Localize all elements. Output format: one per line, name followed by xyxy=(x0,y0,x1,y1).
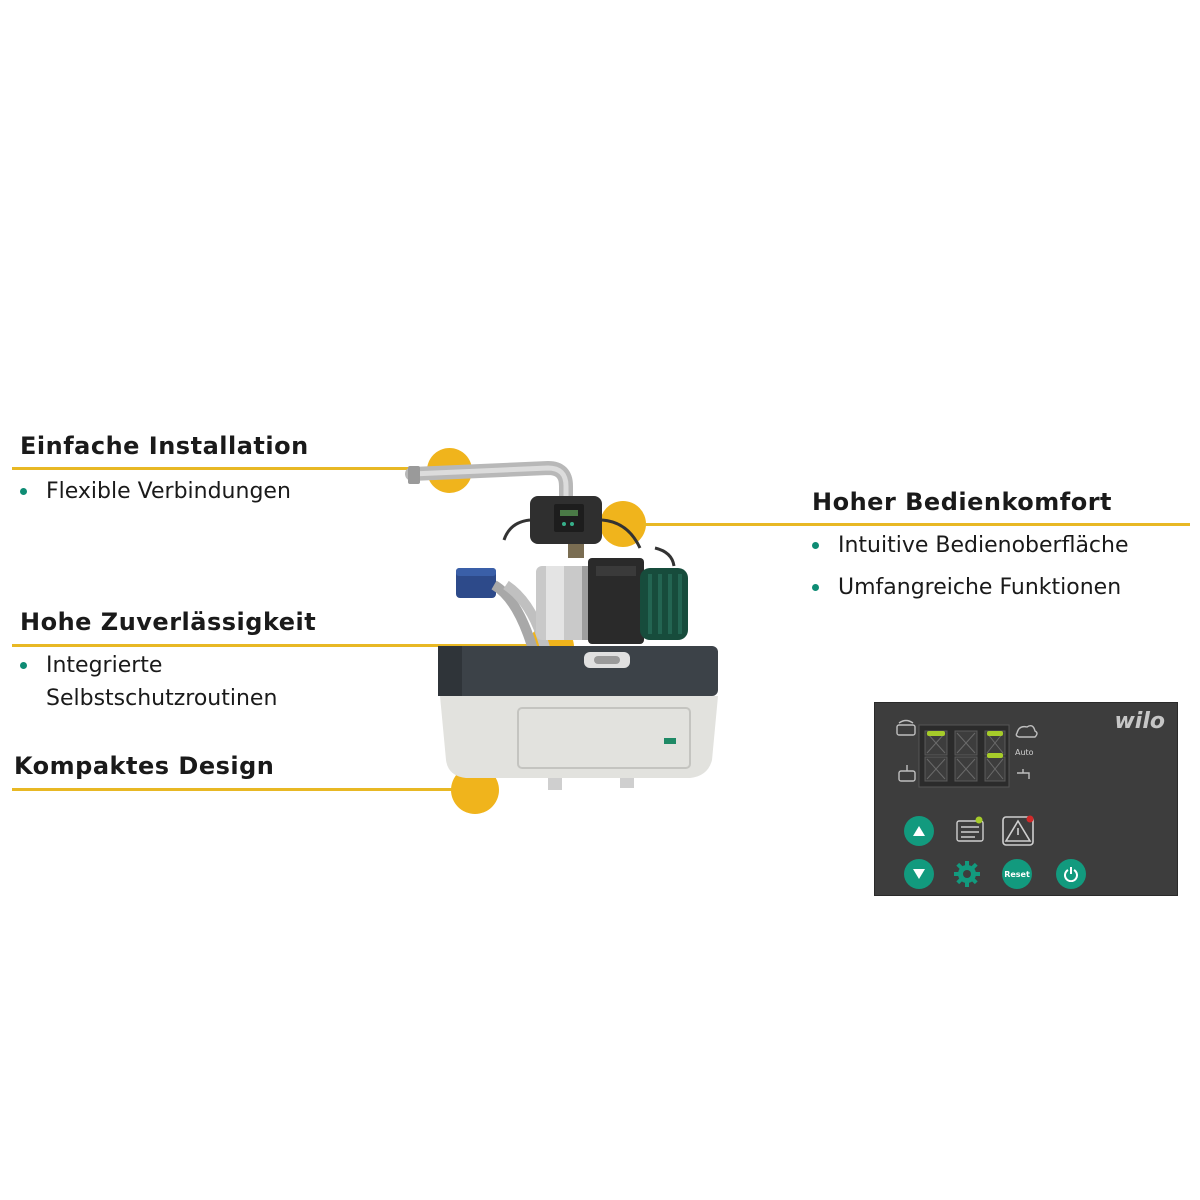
power-button[interactable] xyxy=(1056,859,1086,889)
control-panel: wilo xyxy=(874,702,1178,896)
callout-line-comfort xyxy=(644,523,1190,526)
reset-button[interactable]: Reset xyxy=(1002,859,1032,889)
bullet-dot xyxy=(20,488,27,495)
callout-line-reliability xyxy=(12,644,532,647)
led-2 xyxy=(987,731,1003,736)
warning-icon xyxy=(1002,816,1034,846)
drain-icon xyxy=(898,765,916,782)
power-icon xyxy=(1064,867,1078,882)
heading-einfache-installation: Einfache Installation xyxy=(20,432,309,460)
bullet-dot xyxy=(812,542,819,549)
tap-icon xyxy=(1017,769,1030,779)
callout-line-design xyxy=(12,788,452,791)
callout-line-installation xyxy=(12,467,430,470)
led-3 xyxy=(987,753,1003,758)
panel-display xyxy=(896,719,1038,846)
gear-icon xyxy=(954,861,980,887)
callout-dot-comfort xyxy=(600,501,646,547)
heading-hoher-bedienkomfort: Hoher Bedienkomfort xyxy=(812,488,1113,516)
settings-button[interactable] xyxy=(952,859,982,889)
down-button[interactable] xyxy=(904,859,934,889)
tank-icon xyxy=(896,719,916,736)
cloud-icon xyxy=(1015,724,1038,738)
heading-hohe-zuverlaessigkeit: Hohe Zuverlässigkeit xyxy=(20,608,317,636)
heading-kompaktes-design: Kompaktes Design xyxy=(14,752,275,780)
up-arrow-icon xyxy=(913,826,925,836)
auto-label: Auto xyxy=(1015,748,1034,757)
down-arrow-icon xyxy=(913,869,925,879)
led-1 xyxy=(927,731,945,736)
bullet-dot xyxy=(812,584,819,591)
bullet-dot xyxy=(20,662,27,669)
menu-icon xyxy=(956,820,984,842)
up-button[interactable] xyxy=(904,816,934,846)
wilo-logo: wilo xyxy=(1114,709,1165,734)
